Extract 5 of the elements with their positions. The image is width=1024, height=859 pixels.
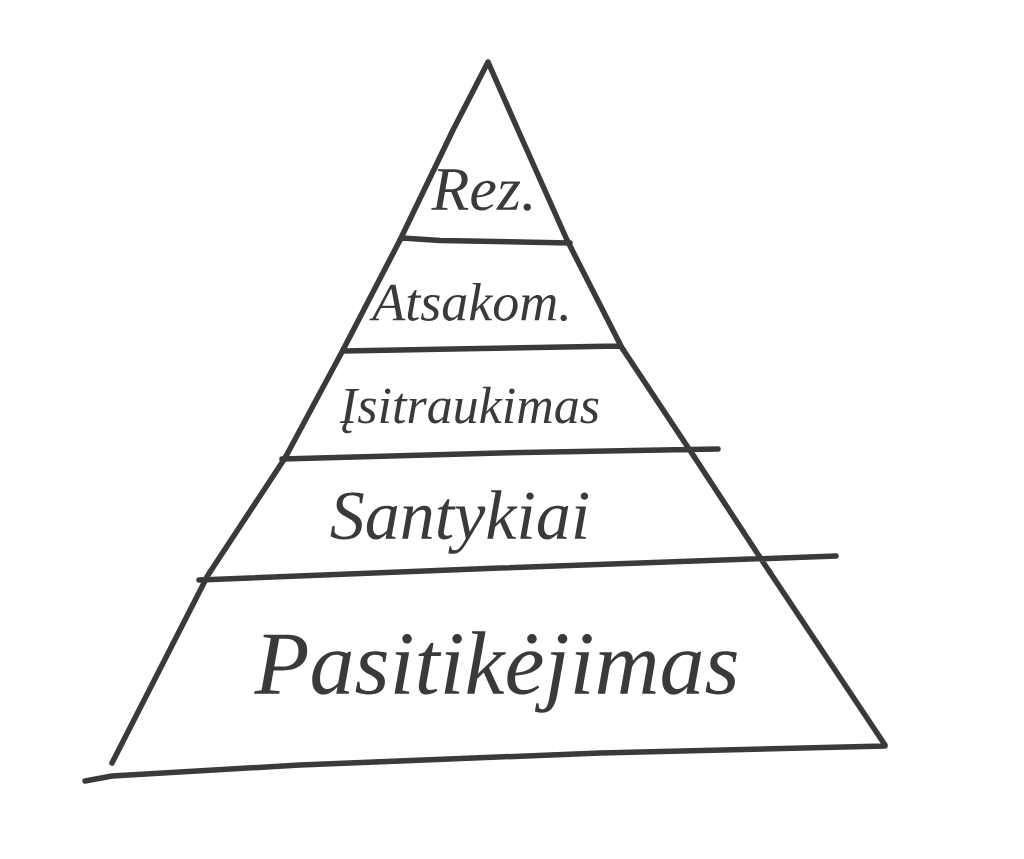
- pyramid-tier: Atsakom.: [340, 237, 626, 354]
- pyramid-tier: Pasitikėjimas: [82, 569, 888, 784]
- pyramid-tier: Rez.: [397, 59, 573, 246]
- pyramid-tier: Santykiai: [196, 453, 839, 583]
- pyramid-tier: Įsitraukimas: [279, 346, 721, 462]
